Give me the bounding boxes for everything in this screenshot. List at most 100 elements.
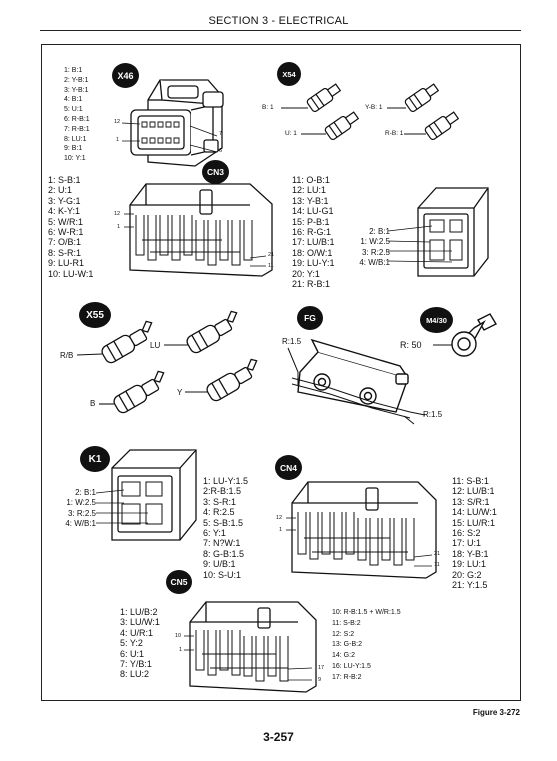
pin-entry: 6: R-B:1 — [64, 115, 90, 123]
pin-entry: 6: W-R:1 — [48, 227, 84, 238]
pin-entry: 9: LU-R1 — [48, 258, 85, 269]
pin-entry: 12: S:2 — [332, 630, 355, 638]
pin-entry: 3: R:2.5 — [361, 247, 390, 257]
pin-entry: 5: Y:2 — [120, 638, 143, 649]
pin-entry: 10: S-U:1 — [203, 569, 242, 580]
pin-entry: 7: Y/B:1 — [120, 659, 152, 670]
cn4-badge: CN4 — [275, 455, 302, 480]
cn3-badge: CN3 — [202, 160, 229, 184]
pin-entry: 14: LU-G1 — [292, 206, 334, 217]
pin-entry: 17: R-B:2 — [332, 673, 362, 681]
pin-entry: 2: Y-B:1 — [64, 76, 89, 84]
x54-wire-yb: Y-B: 1 — [365, 104, 383, 111]
pin-entry: 12: LU/B:1 — [452, 486, 495, 497]
pin-entry: 8: G-B:1.5 — [203, 548, 245, 559]
cn3-pin-label-1: 1 — [117, 224, 121, 230]
pin-entry: 1: W:2.5 — [66, 498, 96, 508]
x54-wire-rb: R-B: 1 — [385, 130, 404, 137]
pin-entry: 9: B:1 — [64, 145, 83, 153]
k1-badge: K1 — [80, 446, 110, 472]
cn4-pin-label-1: 1 — [279, 527, 283, 533]
pin-entry: 2:R-B:1.5 — [203, 486, 242, 497]
pin-entry: 21: R-B:1 — [292, 279, 331, 290]
cn4-pin-label-11: 11 — [434, 562, 440, 568]
cn3-pin-label-12: 12 — [114, 211, 121, 217]
pin-entry: 15: LU/R:1 — [452, 517, 496, 528]
pin-entry: 4: K-Y:1 — [48, 206, 81, 217]
pin-entry: 4: W/B:1 — [359, 258, 390, 268]
pin-entry: 4: B:1 — [64, 96, 83, 104]
x55-wire-b: B — [90, 399, 96, 408]
pin-entry: 1: LU-Y:1.5 — [203, 476, 249, 486]
pin-entry: 7: O/B:1 — [48, 237, 82, 248]
figure-frame — [41, 44, 521, 701]
pin-entry: 11: O-B:1 — [292, 175, 330, 185]
pin-entry: 3: Y-G:1 — [48, 195, 81, 206]
pin-entry: 19: LU-Y:1 — [292, 258, 335, 269]
pin-entry: 21: Y:1.5 — [452, 580, 488, 591]
x46-pin-label-6: 6 — [219, 148, 223, 154]
pin-entry: 6: U:1 — [120, 648, 145, 659]
pin-entry: 7: R-B:1 — [64, 125, 90, 133]
pin-entry: 3: LU/W:1 — [120, 617, 160, 628]
pin-entry: 1: S-B:1 — [48, 175, 81, 185]
pin-entry: 13: G-B:2 — [332, 641, 362, 649]
figure-caption: Figure 3-272 — [472, 708, 520, 717]
pin-entry: 4: W/B:1 — [65, 519, 96, 529]
pin-entry: 8: LU:1 — [64, 135, 87, 143]
pin-entry: 10: Y:1 — [64, 155, 86, 163]
pin-entry: 8: S-R:1 — [48, 247, 82, 258]
x55-badge: X55 — [79, 302, 111, 328]
pin-entry: 4: R:2.5 — [203, 507, 235, 518]
pin-entry: 14: LU/W:1 — [452, 507, 497, 518]
pin-entry: 20: Y:1 — [292, 268, 320, 279]
pin-entry: 19: LU:1 — [452, 559, 487, 570]
fg-wire-top-label: R:1.5 — [282, 337, 302, 346]
cn5-pin-label-10: 10 — [175, 633, 182, 639]
cn4-pin-label-12: 12 — [276, 515, 283, 521]
pin-entry: 18: Y-B:1 — [452, 548, 489, 559]
pin-entry: 3: R:2.5 — [67, 508, 96, 518]
cn5-pin-label-9: 9 — [318, 677, 322, 683]
x54-wire-b: B: 1 — [262, 104, 274, 111]
pin-entry: 8: LU:2 — [120, 669, 150, 680]
x46-pin-label-12: 12 — [114, 119, 121, 125]
pin-entry: 11: S-B:1 — [452, 476, 489, 486]
pin-entry: 3: Y-B:1 — [64, 86, 89, 94]
pin-entry: 16: S:2 — [452, 528, 481, 539]
fg-badge: FG — [297, 306, 323, 330]
pin-entry: 16: R-G:1 — [292, 227, 332, 238]
pin-entry: 13: Y-B:1 — [292, 195, 329, 206]
pin-entry: 18: O/W:1 — [292, 247, 333, 258]
pin-entry: 2: B:1 — [369, 227, 390, 236]
pin-entry: 1: W:2.5 — [360, 237, 390, 247]
x54-badge: X54 — [277, 62, 301, 86]
section-header: SECTION 3 - ELECTRICAL — [208, 15, 349, 27]
m430-badge: M4/30 — [420, 307, 453, 333]
pin-entry: 6: Y:1 — [203, 528, 226, 539]
pin-entry: 5: S-B:1.5 — [203, 517, 244, 528]
m430-wire-label: R: 50 — [400, 340, 422, 350]
pin-entry: 1: B:1 — [64, 67, 83, 74]
pin-entry: 17: U:1 — [452, 538, 482, 549]
pin-entry: 10: LU-W:1 — [48, 268, 94, 279]
cn5-pin-label-1: 1 — [179, 647, 183, 653]
